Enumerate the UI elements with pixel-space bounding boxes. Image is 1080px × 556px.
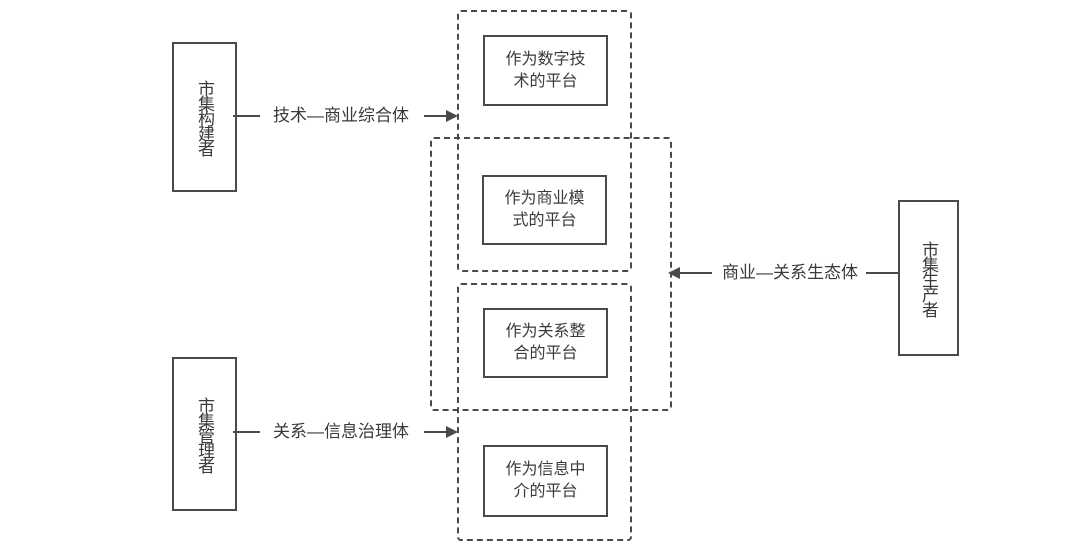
platform-label-digital-technology: 作为数字技术的平台: [505, 50, 586, 90]
arrowhead-left-icon: [668, 267, 680, 279]
connector-label-relation-info-governance: 关系—信息治理体: [273, 422, 409, 441]
connector-label-tech-business-complex: 技术—商业综合体: [273, 106, 409, 125]
actor-label-market-manager: 市集管理者: [195, 396, 214, 472]
platform-label-relationship-integration: 作为关系整合的平台: [505, 323, 586, 362]
platform-box-digital-technology: 作为数字技术的平台: [483, 35, 608, 106]
connector-builder-line-right: [424, 115, 448, 117]
actor-label-market-producer: 市集生产者: [919, 240, 938, 316]
platform-box-information-intermediary: 作为信息中介的平台: [483, 445, 608, 517]
group-tech-business-complex: [457, 10, 632, 272]
group-relation-info-governance: [457, 283, 632, 541]
actor-box-market-builder: 市集构建者: [172, 42, 237, 192]
actor-box-market-manager: 市集管理者: [172, 357, 237, 511]
connector-builder-line-left: [233, 115, 260, 117]
actor-box-market-producer: 市集生产者: [898, 200, 959, 356]
connector-label-business-relation-ecosystem: 商业—关系生态体: [722, 263, 858, 282]
actor-label-market-builder: 市集构建者: [195, 79, 214, 155]
connector-manager-line-left: [233, 431, 260, 433]
connector-producer-line-right: [866, 272, 898, 274]
platform-box-relationship-integration: 作为关系整合的平台: [483, 308, 608, 378]
platform-label-business-model: 作为商业模式的平台: [504, 190, 585, 229]
platform-box-business-model: 作为商业模式的平台: [482, 175, 607, 245]
arrowhead-right-icon: [446, 426, 458, 438]
connector-manager-line-right: [424, 431, 448, 433]
connector-producer-line-left: [678, 272, 712, 274]
platform-label-information-intermediary: 作为信息中介的平台: [505, 461, 586, 500]
arrowhead-right-icon: [446, 110, 458, 122]
